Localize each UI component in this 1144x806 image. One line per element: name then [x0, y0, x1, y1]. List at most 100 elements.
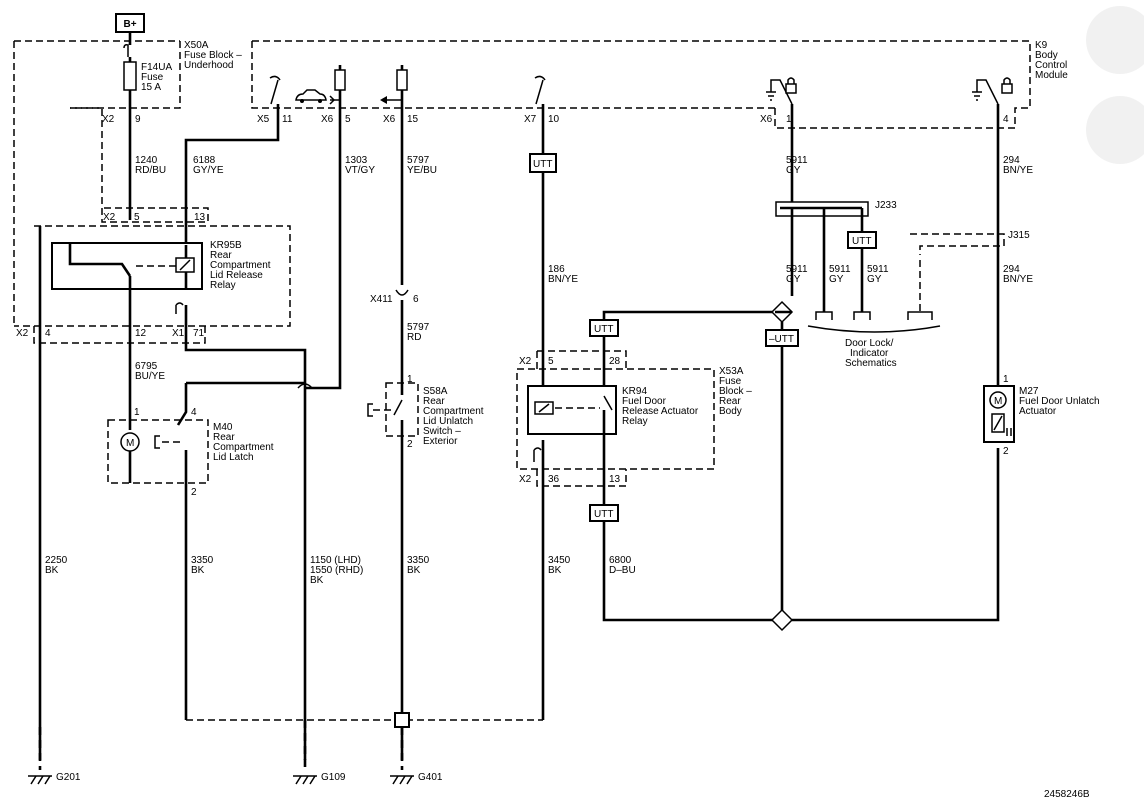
wire-label: 5911	[786, 264, 808, 275]
wire-label: 6800	[609, 555, 632, 566]
bcm-output-x5-11	[184, 75, 281, 245]
wire-label: GY/YE	[193, 165, 224, 176]
body-control-module-outline	[251, 40, 1031, 129]
utt-marker: UTT	[594, 324, 613, 335]
door-lock-connectors	[807, 260, 941, 333]
component-label: Lid Release	[210, 270, 263, 281]
pin-label: 1	[134, 407, 140, 418]
component-label: Lid Unlatch	[423, 416, 473, 427]
connector-label: X411	[370, 294, 393, 305]
pin-label: 10	[548, 114, 560, 125]
bcm-output-pin-4	[972, 77, 1013, 386]
component-label: Rear	[213, 432, 235, 443]
component-label: Compartment	[213, 442, 274, 453]
wire-label: 3450	[548, 555, 571, 566]
wire-label: RD/BU	[135, 165, 166, 176]
svg-text:B+: B+	[123, 19, 136, 30]
wire-label: YE/BU	[407, 165, 437, 176]
pin-label: 2	[1003, 446, 1009, 457]
connector-label: X2	[16, 328, 29, 339]
wire-label: 186	[548, 264, 565, 275]
bcm-input-x6-5	[305, 65, 346, 390]
connector-label: X6	[760, 114, 773, 125]
wire-label: GY	[829, 274, 844, 285]
wire-label: RD	[407, 332, 421, 343]
component-label: Fuel Door	[622, 396, 667, 407]
fuse-label: F14UA	[141, 62, 172, 73]
relay-kr95b	[51, 242, 307, 760]
wire-label: 6188	[193, 155, 216, 166]
connector-label: X2	[102, 114, 115, 125]
pin-label: 9	[135, 114, 141, 125]
utt-marker: –UTT	[769, 334, 794, 345]
module-label: Rear	[719, 396, 741, 407]
wire-label: 1150 (LHD)	[310, 555, 361, 566]
component-label: Exterior	[423, 436, 458, 447]
wire-label: 3350	[191, 555, 214, 566]
battery-positive: B+	[115, 13, 145, 33]
fuse-block-rear-outline	[516, 350, 715, 487]
connector-label: X2	[103, 212, 116, 223]
component-label: M27	[1019, 386, 1039, 397]
module-label: X53A	[719, 366, 744, 377]
utt-marker: UTT	[533, 159, 552, 170]
wire-label: BK	[191, 565, 205, 576]
module-label: Control	[1035, 60, 1067, 71]
document-id: 2458246B	[1044, 789, 1090, 800]
wire-label: 5911	[786, 155, 808, 166]
component-label: Relay	[210, 280, 236, 291]
fuse-label: 15 A	[141, 82, 161, 93]
connector-label: X1	[172, 328, 185, 339]
connector-label: X2	[519, 356, 532, 367]
splice-label: J315	[1008, 230, 1030, 241]
wire-label: BK	[407, 565, 421, 576]
pin-label: 15	[407, 114, 419, 125]
bcm-output-x6-1	[766, 77, 797, 204]
component-label: Fuel Door Unlatch	[1019, 396, 1100, 407]
background-shape	[1086, 6, 1144, 74]
wire-label: 3350	[407, 555, 430, 566]
component-label: Relay	[622, 416, 648, 427]
wire-label: GY	[867, 274, 882, 285]
component-label: S58A	[423, 386, 448, 397]
pin-label: 12	[135, 328, 147, 339]
component-label: M40	[213, 422, 233, 433]
ground-symbol-g201	[28, 775, 52, 785]
latch-m40-outline	[107, 419, 209, 484]
motor-glyph: M	[126, 438, 134, 449]
wire-label: 1240	[135, 155, 158, 166]
pin-label: 4	[191, 407, 197, 418]
fuse-f14ua	[123, 32, 137, 220]
pin-label: 6	[413, 294, 419, 305]
latch-m40: M	[120, 330, 305, 720]
wire-label: 5797	[407, 322, 430, 333]
component-label: Release Actuator	[622, 406, 699, 417]
ground-bus	[186, 712, 543, 770]
pin-label: 5	[134, 212, 140, 223]
wire-label: BK	[310, 575, 324, 586]
pin-label: 1	[1003, 374, 1009, 385]
module-label: Body	[719, 406, 742, 417]
pin-label: 4	[1003, 114, 1009, 125]
splice-node-lower	[770, 448, 1000, 632]
connector-label: X2	[519, 474, 532, 485]
component-label: Compartment	[423, 406, 484, 417]
background-shape	[1086, 96, 1144, 164]
module-label: Module	[1035, 70, 1068, 81]
pin-label: 5	[345, 114, 351, 125]
wire-label: 2250	[45, 555, 68, 566]
connector-label: X5	[257, 114, 270, 125]
relay-kr94	[527, 310, 778, 622]
wire-label: BU/YE	[135, 371, 165, 382]
pin-label: 2	[407, 439, 413, 450]
pin-label: 36	[548, 474, 560, 485]
relay-kr95b-outline	[14, 225, 291, 344]
wire-label: 5911	[829, 264, 851, 275]
splice-j315-outline	[910, 233, 1005, 255]
pin-label: 2	[191, 487, 197, 498]
pin-label: 28	[609, 356, 621, 367]
module-label: Underhood	[184, 60, 233, 71]
pin-label: 4	[45, 328, 51, 339]
pin-label: 11	[282, 114, 293, 125]
splice-j233	[775, 201, 877, 312]
